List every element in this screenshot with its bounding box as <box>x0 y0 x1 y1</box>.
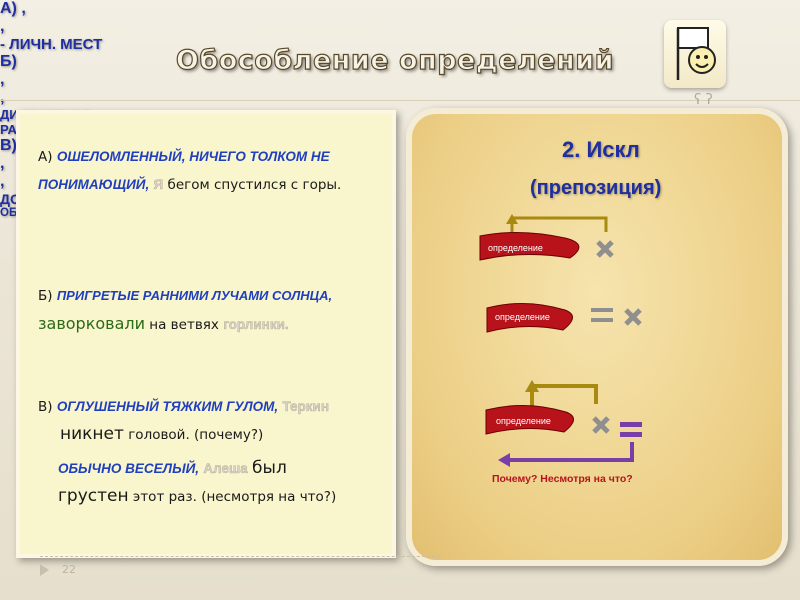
rule-c-diagram: определение <box>485 380 642 467</box>
rule-c-comma2: , <box>0 173 5 190</box>
rule-a-banner <box>479 231 580 261</box>
rule-a-arrow <box>510 216 608 236</box>
example-a-prefix: А) <box>38 149 53 165</box>
example-d-rest: этот раз. (несмотря на что?) <box>132 489 337 505</box>
example-b-verb: заворковали <box>38 314 145 333</box>
example-b: Б) Пригретые ранними лучами солнца, заво… <box>38 282 383 339</box>
rule-a-comma: , <box>0 18 5 35</box>
example-d-verb1: был <box>252 458 287 478</box>
example-c-rest: головой. (почему?) <box>128 427 264 443</box>
rule-a-arrow-head <box>506 214 518 224</box>
rule-a-diagram: определение <box>479 214 614 261</box>
rule-b-banner-text: определение <box>495 312 550 322</box>
example-d-definition: Обычно веселый, <box>58 461 200 476</box>
rule-c-equals-icon <box>620 422 642 437</box>
slide-title: Обособление определений <box>175 44 615 76</box>
example-d: Обычно веселый, Алеша был грустен этот р… <box>58 455 383 511</box>
rule-heading: 2. Искл <box>562 137 640 162</box>
example-b-subject: горлинки. <box>223 317 289 332</box>
rule-c-arrow <box>530 384 598 408</box>
rule-b-equals-icon <box>591 308 613 322</box>
example-c-definition: Оглушенный тяжким гулом, <box>56 399 279 414</box>
example-b-prefix: Б) <box>38 288 53 304</box>
slide-number: 22 <box>62 563 76 576</box>
example-a-definition: ошеломленный, ничего толком не понимающи… <box>38 149 330 192</box>
rule-c-comma1: , <box>0 155 5 172</box>
rule-c-cross-icon <box>592 416 610 434</box>
rule-subheading: (препозиция) <box>530 177 662 199</box>
example-c-prefix: В) <box>38 399 53 415</box>
rules-panel <box>406 108 788 566</box>
header-divider <box>0 100 800 101</box>
example-a-rest: бегом спустился с горы. <box>167 177 342 193</box>
rule-c-arrow-head <box>525 380 539 392</box>
rule-b-comma1: , <box>0 71 5 88</box>
examples-panel <box>16 110 396 558</box>
rule-a-banner-text: определение <box>488 243 543 253</box>
mascot-icon <box>676 27 716 80</box>
example-b-mid: на ветвях <box>149 317 219 333</box>
mascot-logo <box>664 20 726 88</box>
example-c-verb: никнет <box>60 424 124 444</box>
rule-b-diagram: определение <box>486 302 642 333</box>
rule-a-cross-icon <box>596 240 614 258</box>
example-d-verb2: грустен <box>58 486 129 506</box>
rule-c-label: В) <box>0 137 17 154</box>
rule-b-banner <box>486 302 573 333</box>
rule-c-question: Почему? Несмотря на что? <box>492 473 633 485</box>
example-a: А) ошеломленный, ничего толком не понима… <box>38 143 378 199</box>
rule-c-banner <box>485 405 574 435</box>
mascot-reflection: ʕ ʔ <box>694 92 713 108</box>
rule-c-question-arrow <box>510 442 634 462</box>
example-d-subject: Алеша <box>203 461 248 476</box>
rule-b-comma2: , <box>0 89 5 106</box>
rule-b-cross-icon <box>624 308 642 326</box>
footer-divider <box>40 556 440 557</box>
play-icon[interactable] <box>40 564 49 576</box>
rule-a-label: А) , <box>0 0 26 17</box>
rule-b-label: Б) <box>0 53 17 70</box>
example-b-definition: Пригретые ранними лучами солнца, <box>56 288 333 303</box>
rule-c-banner-text: определение <box>496 416 551 426</box>
example-c-subject: Теркин <box>282 399 330 414</box>
rule-c-question-arrow-head <box>498 453 510 467</box>
rule-a-text: - личн. мест <box>0 36 103 53</box>
example-c: В) Оглушенный тяжким гулом, Теркин никне… <box>38 393 383 449</box>
example-a-subject: Я <box>153 177 164 192</box>
